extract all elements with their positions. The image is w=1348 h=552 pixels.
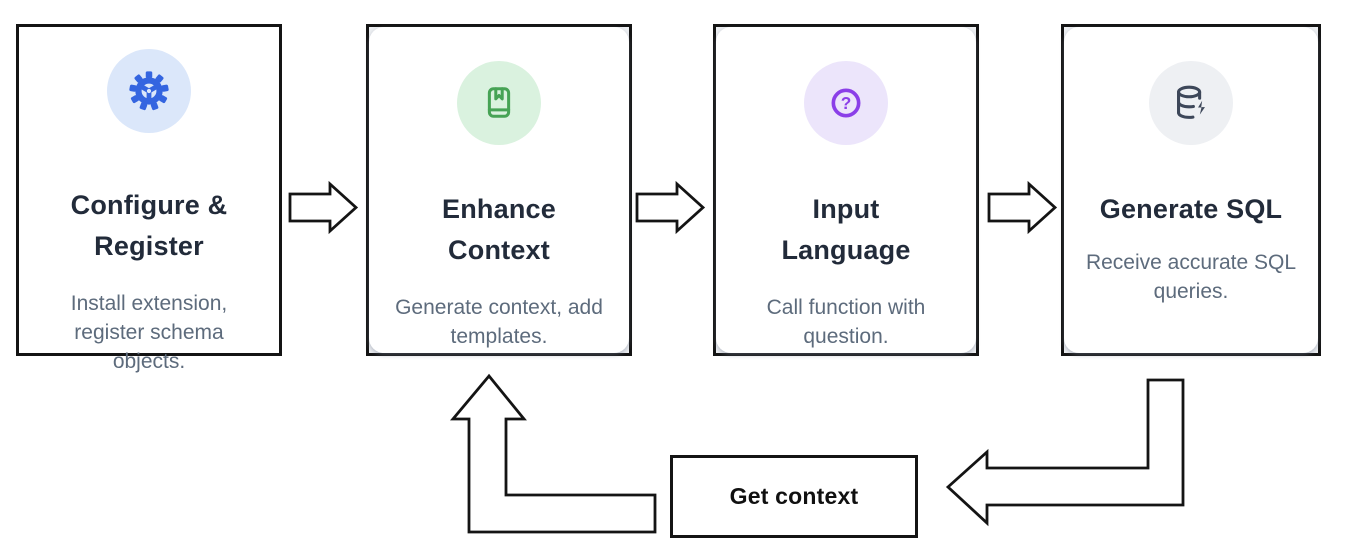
step-card-generate-sql: Generate SQL Receive accurate SQL querie… — [1061, 24, 1321, 356]
svg-text:?: ? — [841, 93, 852, 113]
arrow-right-1-icon — [288, 180, 359, 235]
step-card-enhance-context: Enhance Context Generate context, add te… — [366, 24, 632, 356]
get-context-label: Get context — [729, 483, 859, 509]
gear-icon — [107, 49, 191, 133]
arrow-elbow-left-up-icon — [450, 373, 657, 534]
step-title: Input Language — [781, 194, 911, 265]
arrow-right-2-icon — [635, 180, 706, 235]
step-card-input-language: ? Input Language Call function with ques… — [713, 24, 979, 356]
step-title: Generate SQL — [1099, 194, 1283, 224]
book-icon — [457, 61, 541, 145]
step-description: Generate context, add templates. — [395, 296, 603, 348]
get-context-box: Get context — [670, 455, 918, 538]
database-bolt-icon — [1149, 61, 1233, 145]
step-description: Call function with question. — [766, 296, 926, 348]
step-card-configure-register: Configure & Register Install extension, … — [16, 24, 282, 373]
step-description: Install extension, register schema objec… — [70, 292, 228, 373]
step-title: Enhance Context — [442, 194, 556, 265]
question-circle-icon: ? — [804, 61, 888, 145]
arrow-right-3-icon — [987, 180, 1058, 235]
arrow-elbow-down-left-icon — [945, 378, 1185, 527]
step-description: Receive accurate SQL queries. — [1085, 251, 1297, 303]
step-title: Configure & Register — [70, 190, 228, 261]
